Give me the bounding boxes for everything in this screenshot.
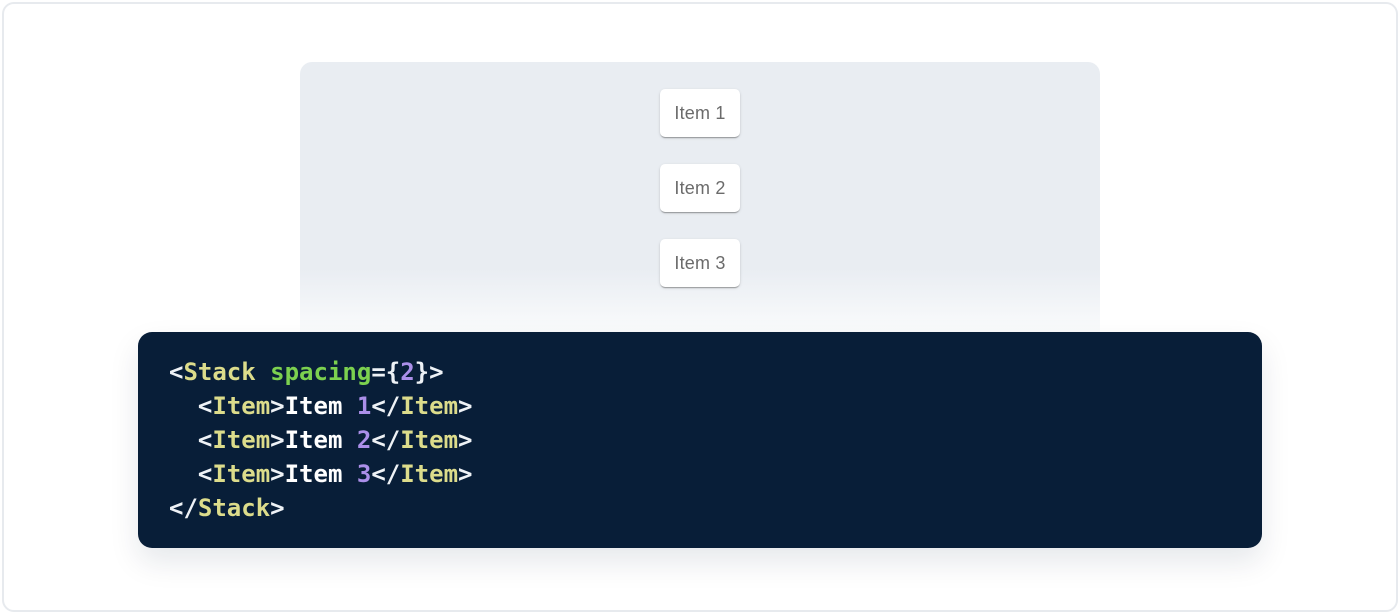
code-token-punctuation: = xyxy=(371,358,386,386)
code-token-tag: Item xyxy=(212,460,271,488)
code-token-punctuation: > xyxy=(458,426,473,454)
code-token-punctuation: } xyxy=(414,358,430,386)
code-token-punctuation: > xyxy=(270,494,285,522)
code-token-number: 2 xyxy=(356,426,372,454)
code-token-plain: Item xyxy=(284,426,357,454)
code-token-punctuation: > xyxy=(458,392,473,420)
code-line: <Item>Item 3</Item> xyxy=(169,457,1231,491)
code-line: </Stack> xyxy=(169,491,1231,525)
code-token-punctuation: </ xyxy=(371,392,401,420)
code-token-number: 1 xyxy=(356,392,372,420)
code-token-plain xyxy=(169,460,198,488)
code-line: <Stack spacing={2}> xyxy=(169,355,1231,389)
code-token-punctuation: < xyxy=(169,358,184,386)
stack-item-card-2: Item 2 xyxy=(660,164,740,212)
code-token-punctuation: </ xyxy=(169,494,198,522)
code-token-tag: Item xyxy=(400,392,459,420)
code-token-tag: Stack xyxy=(183,358,256,386)
code-token-punctuation: > xyxy=(429,358,444,386)
code-token-punctuation: < xyxy=(197,392,213,420)
code-token-attr_name: spacing xyxy=(270,358,372,386)
code-token-tag: Item xyxy=(212,392,271,420)
code-token-punctuation: < xyxy=(197,460,213,488)
code-token-tag: Item xyxy=(400,426,459,454)
code-token-punctuation: </ xyxy=(371,460,401,488)
stack-item-label: Item 3 xyxy=(674,252,726,273)
code-token-punctuation: < xyxy=(197,426,213,454)
code-token-punctuation: > xyxy=(458,460,473,488)
code-token-punctuation: { xyxy=(385,358,401,386)
code-token-punctuation: > xyxy=(270,392,285,420)
code-token-tag: Item xyxy=(400,460,459,488)
code-token-plain: Item xyxy=(284,460,357,488)
code-token-punctuation: > xyxy=(270,460,285,488)
code-token-punctuation: </ xyxy=(371,426,401,454)
code-token-plain xyxy=(169,426,198,454)
code-token-plain: Item xyxy=(284,392,357,420)
stack-item-label: Item 1 xyxy=(674,102,726,123)
code-content: <Stack spacing={2}> <Item>Item 1</Item> … xyxy=(169,355,1231,525)
code-token-number: 2 xyxy=(400,358,415,386)
code-token-number: 3 xyxy=(356,460,372,488)
code-line: <Item>Item 2</Item> xyxy=(169,423,1231,457)
code-token-tag: Item xyxy=(212,426,271,454)
stack-item-card-3: Item 3 xyxy=(660,239,740,287)
stack-demo-panel: Item 1 Item 2 Item 3 xyxy=(300,62,1100,350)
code-token-plain xyxy=(169,392,198,420)
code-line: <Item>Item 1</Item> xyxy=(169,389,1231,423)
code-token-plain xyxy=(256,358,270,386)
code-block: <Stack spacing={2}> <Item>Item 1</Item> … xyxy=(138,332,1262,548)
stack-item-label: Item 2 xyxy=(674,177,726,198)
code-token-punctuation: > xyxy=(270,426,285,454)
code-token-tag: Stack xyxy=(197,494,271,522)
stack-item-card-1: Item 1 xyxy=(660,89,740,137)
